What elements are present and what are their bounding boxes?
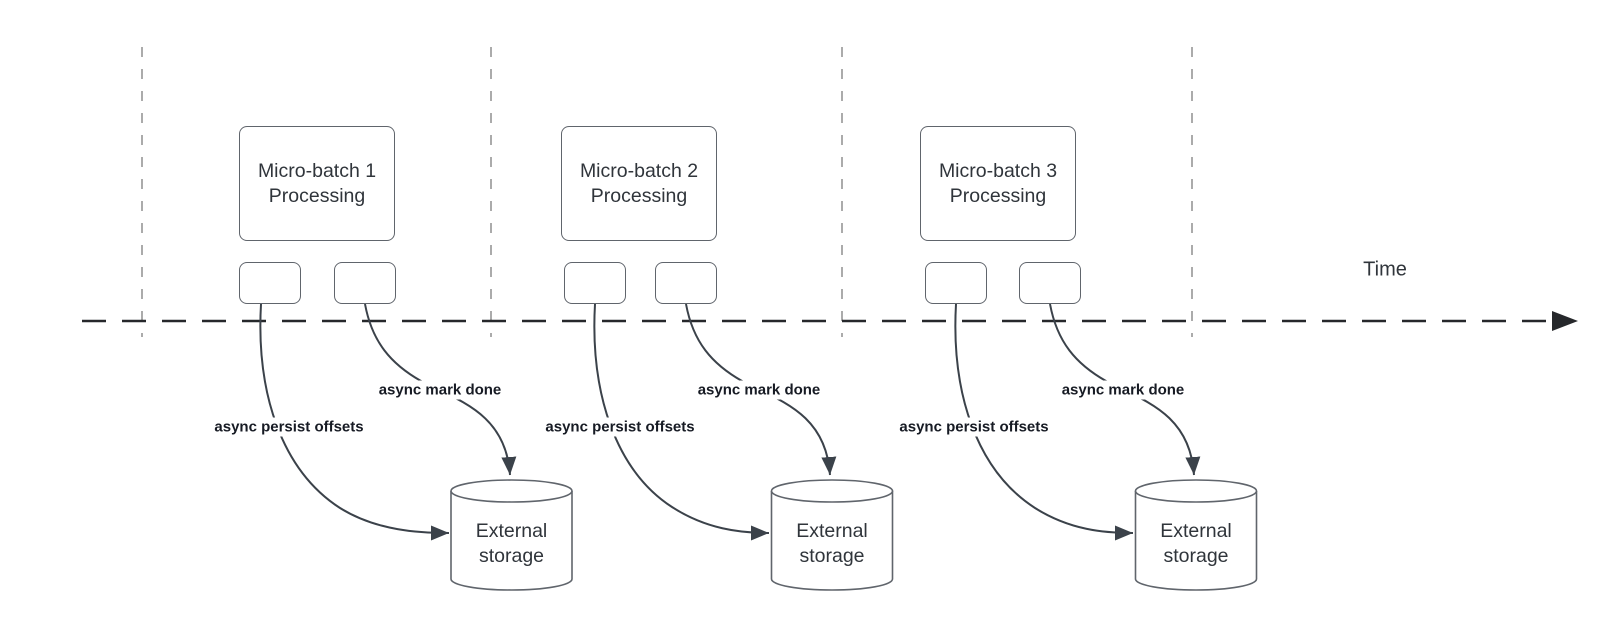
async-persist-offsets-label-3: async persist offsets xyxy=(895,417,1053,437)
time-axis-label: Time xyxy=(1363,258,1407,281)
async-mark-done-label-2: async mark done xyxy=(693,380,825,400)
storage-cylinder-icon-3 xyxy=(1134,479,1258,591)
cylinder-body xyxy=(1134,491,1258,591)
external-storage-label-1: External storage xyxy=(475,520,548,567)
persist-offsets-arrow-1 xyxy=(259,303,450,541)
micro-batch-2-processing-box: Micro-batch 2 Processing xyxy=(561,126,717,241)
cylinder-top xyxy=(450,479,573,503)
cylinder-top xyxy=(1134,479,1258,503)
storage-cylinder-icon-1 xyxy=(450,479,573,591)
cylinder-body xyxy=(450,491,573,591)
external-storage-label-2: External storage xyxy=(796,520,868,567)
persist-offsets-task-box-1 xyxy=(239,262,301,304)
persist-offsets-task-box-3 xyxy=(925,262,987,304)
persist-offsets-task-box-2 xyxy=(564,262,626,304)
mark-done-task-box-2 xyxy=(655,262,717,304)
time-axis-arrowhead-icon xyxy=(1552,311,1578,331)
cylinder-body xyxy=(770,491,894,591)
micro-batch-3-processing-box: Micro-batch 3 Processing xyxy=(920,126,1076,241)
micro-batch-3-label: Micro-batch 3 Processing xyxy=(938,159,1058,207)
async-persist-offsets-label-1: async persist offsets xyxy=(210,417,368,437)
cylinder-top xyxy=(770,479,894,503)
storage-cylinder-icon-2 xyxy=(770,479,894,591)
micro-batch-1-label: Micro-batch 1 Processing xyxy=(257,159,377,207)
external-storage-label-3: External storage xyxy=(1160,520,1232,567)
persist-offsets-arrow-3 xyxy=(954,303,1134,541)
async-mark-done-label-1: async mark done xyxy=(374,380,506,400)
mark-done-task-box-1 xyxy=(334,262,396,304)
mark-done-task-box-3 xyxy=(1019,262,1081,304)
micro-batch-2-label: Micro-batch 2 Processing xyxy=(579,159,699,207)
async-persist-offsets-label-2: async persist offsets xyxy=(541,417,699,437)
async-mark-done-label-3: async mark done xyxy=(1057,380,1189,400)
micro-batch-1-processing-box: Micro-batch 1 Processing xyxy=(239,126,395,241)
persist-offsets-arrow-2 xyxy=(593,303,770,541)
